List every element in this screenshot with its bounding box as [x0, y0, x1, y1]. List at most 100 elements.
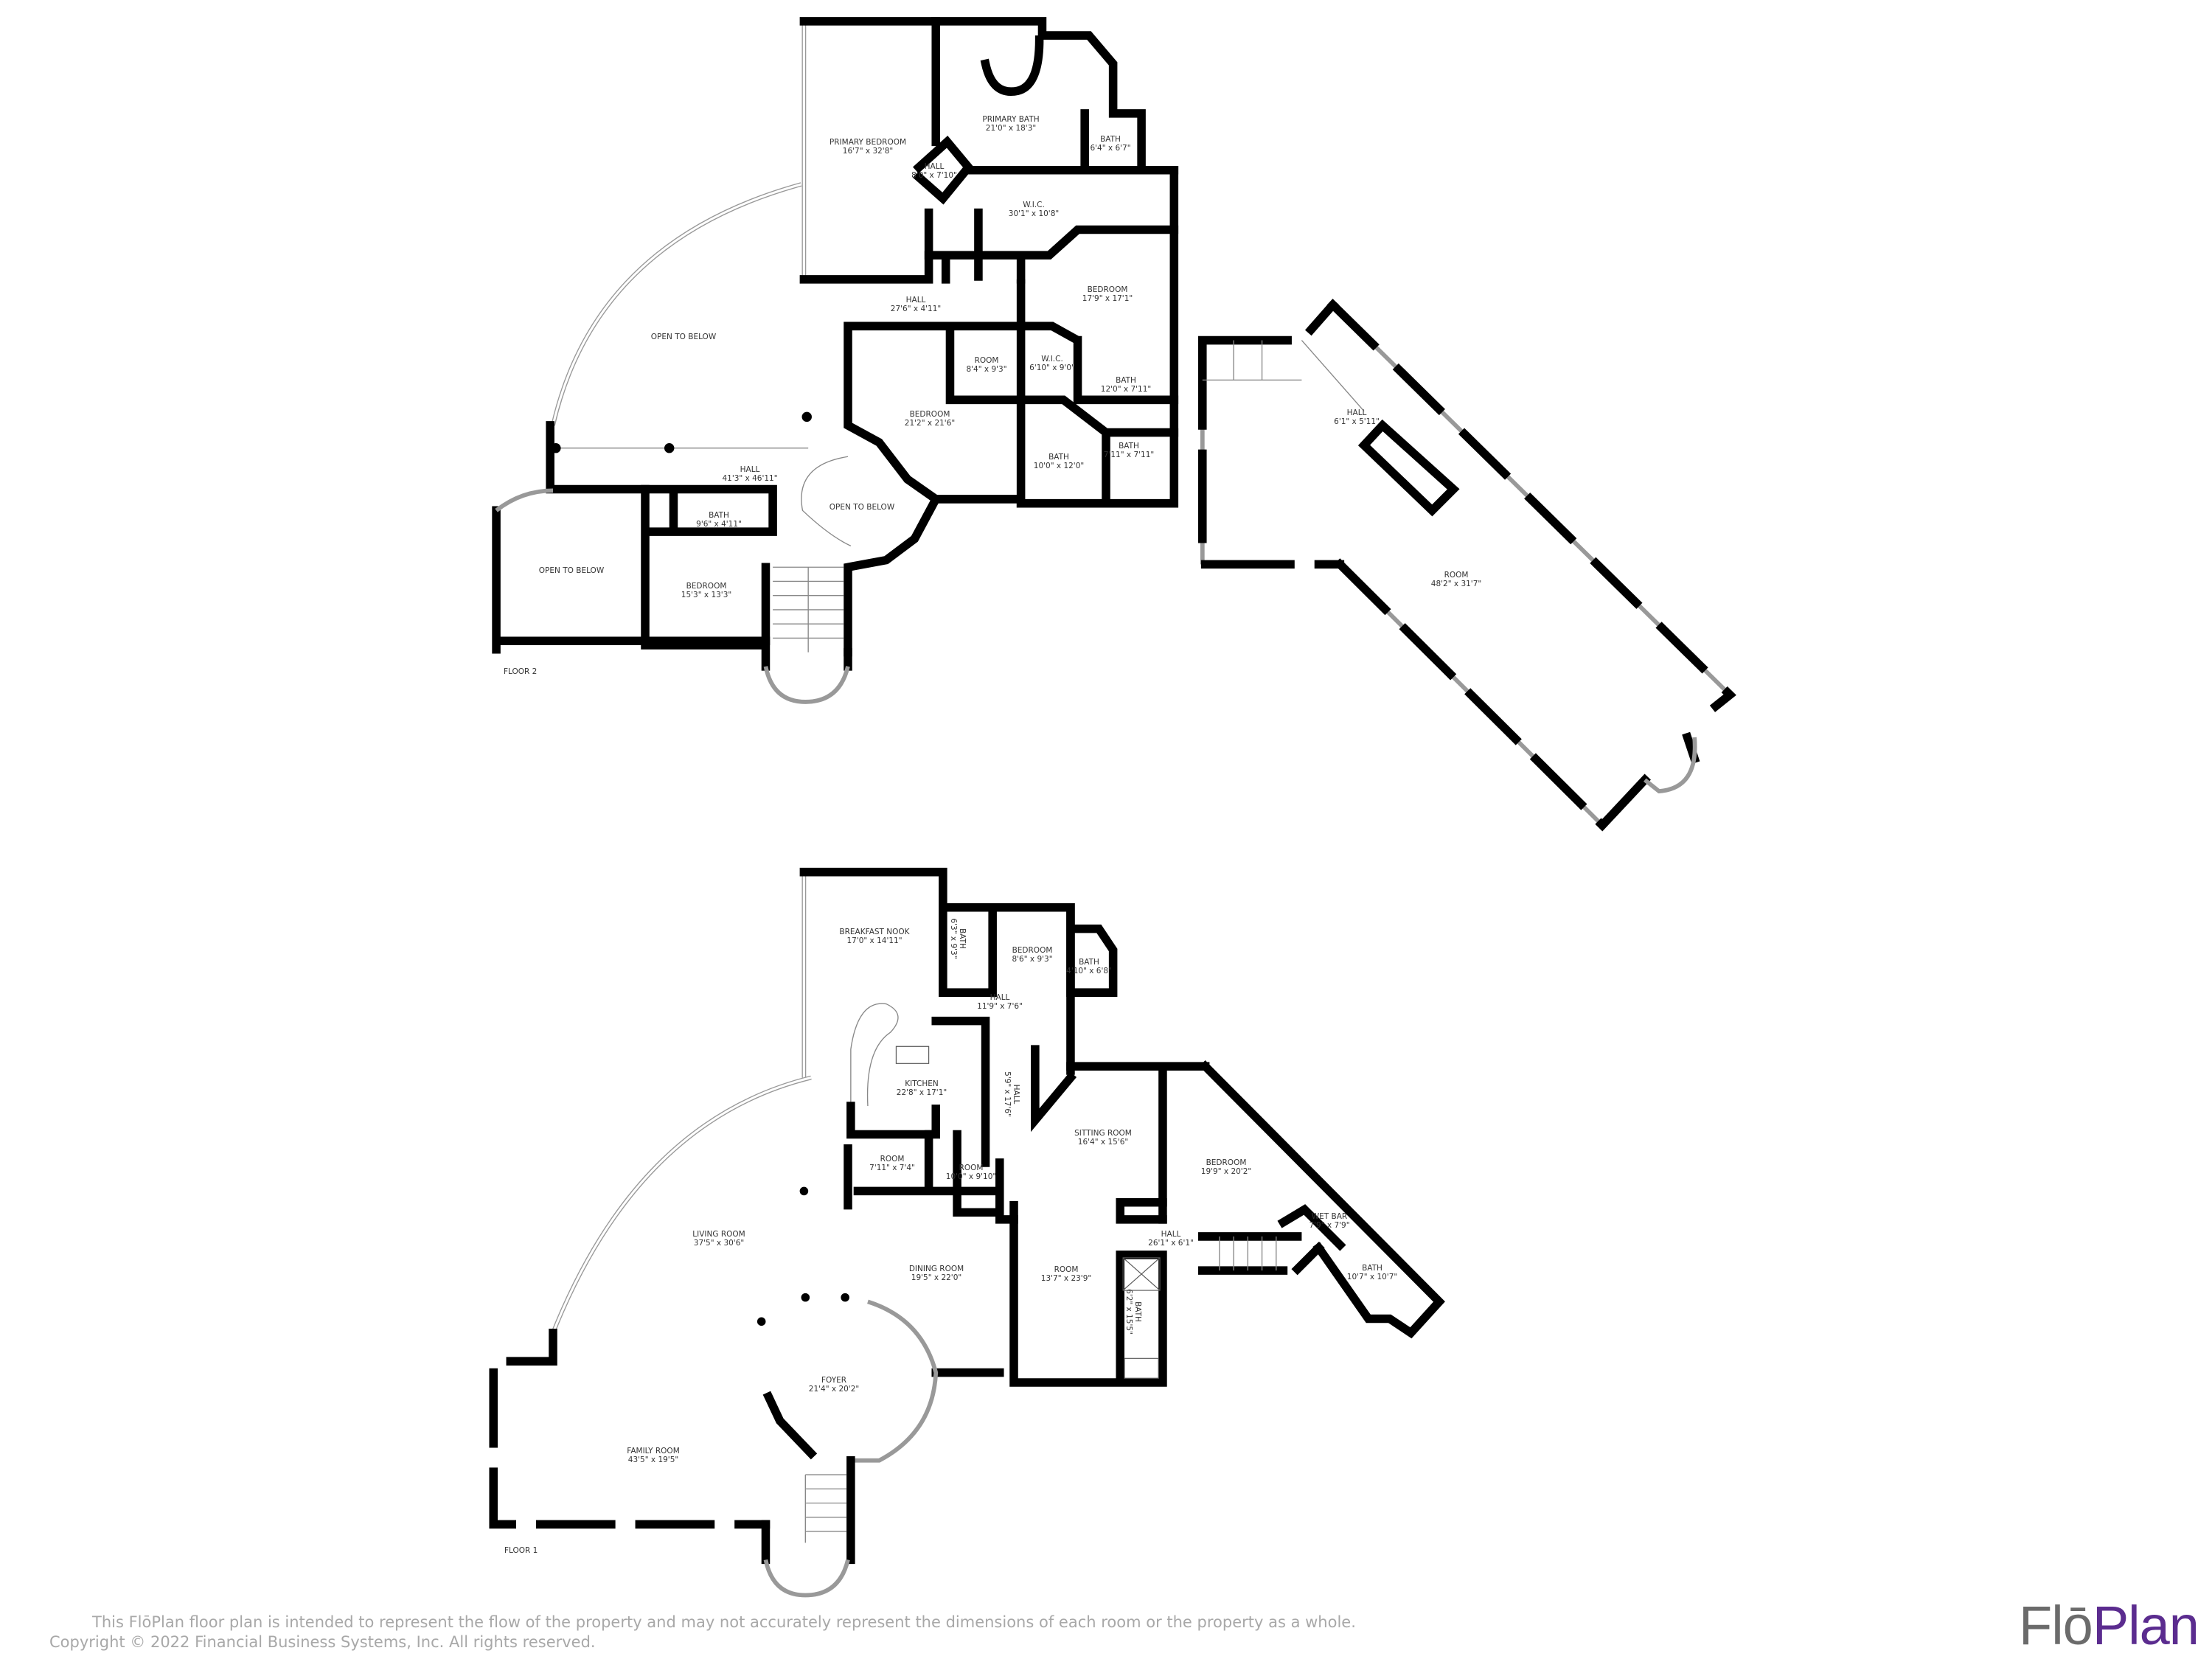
room-dimensions: 4'10" x 6'8"	[1066, 967, 1112, 975]
room-dimensions: 6'1" x 5'11"	[1334, 417, 1380, 426]
room-dimensions: 5'9" x 17'6"	[1003, 1071, 1012, 1117]
room-dimensions: 16'4" x 15'6"	[1078, 1138, 1128, 1147]
floor-2-label: FLOOR 2	[504, 667, 537, 676]
room-name: OPEN TO BELOW	[830, 503, 895, 512]
room-dimensions: 16'7" x 32'8"	[843, 147, 893, 156]
room-dimensions: 9'6" x 4'11"	[696, 520, 742, 529]
room-dimensions: 41'3" x 46'11"	[722, 474, 777, 483]
room-dimensions: 8'4" x 9'3"	[966, 365, 1006, 374]
room-name: FOYER	[821, 1376, 846, 1385]
room-dimensions: 6'4" x 6'7"	[1090, 144, 1130, 153]
room-dimensions: 13'7" x 23'9"	[1041, 1274, 1091, 1283]
room-name: OPEN TO BELOW	[651, 333, 717, 341]
room-label: W.I.C.6'10" x 9'0"	[1029, 355, 1075, 372]
room-name: BATH	[1100, 135, 1121, 144]
logo-part-2: Plan	[2092, 1595, 2199, 1656]
room-name: HALL	[1161, 1230, 1181, 1239]
room-name: BATH	[958, 928, 967, 949]
room-name: SITTING ROOM	[1074, 1129, 1132, 1138]
room-dimensions: 7'11" x 7'4"	[869, 1164, 915, 1172]
room-dimensions: 7'11" x 7'11"	[1104, 451, 1154, 459]
logo-part-1: Flō	[2019, 1595, 2093, 1656]
room-name: ROOM	[1444, 571, 1469, 580]
room-dimensions: 11'9" x 7'6"	[977, 1002, 1023, 1011]
room-dimensions: 21'0" x 18'3"	[986, 124, 1036, 133]
room-name: BATH	[1133, 1301, 1142, 1322]
room-dimensions: 21'2" x 21'6"	[905, 419, 955, 428]
room-dimensions: 12'0" x 7'11"	[1101, 385, 1151, 394]
disclaimer-text: This FlōPlan floor plan is intended to r…	[92, 1613, 1356, 1631]
room-dimensions: 26'1" x 6'1"	[1148, 1239, 1194, 1248]
room-name: BATH	[709, 511, 729, 520]
room-name: ROOM	[880, 1155, 905, 1164]
room-dimensions: 17'9" x 17'1"	[1082, 294, 1133, 303]
room-label: OPEN TO BELOW	[539, 566, 605, 575]
room-dimensions: 21'4" x 20'2"	[809, 1385, 859, 1394]
room-dimensions: 22'8" x 17'1"	[897, 1088, 947, 1097]
room-dimensions: 27'6" x 4'11"	[891, 305, 941, 313]
room-name: KITCHEN	[905, 1079, 939, 1088]
room-name: DINING ROOM	[909, 1265, 964, 1273]
room-name: ROOM	[975, 356, 999, 365]
room-dimensions: 6'10" x 9'0"	[1029, 364, 1075, 372]
room-dimensions: 15'3" x 13'3"	[681, 591, 731, 599]
room-name: BATH	[1362, 1264, 1382, 1273]
copyright-text: Copyright © 2022 Financial Business Syst…	[49, 1633, 596, 1651]
walls-layer	[489, 17, 1736, 1598]
room-label: OPEN TO BELOW	[651, 333, 717, 341]
room-name: W.I.C.	[1041, 355, 1063, 364]
room-dimensions: 10'0" x 9'10"	[946, 1172, 996, 1181]
room-name: BATH	[1048, 453, 1069, 462]
room-name: HALL	[740, 465, 760, 474]
room-dimensions: 43'5" x 19'5"	[628, 1455, 678, 1464]
room-name: HALL	[925, 162, 945, 171]
room-dimensions: 6'3" x 9'3"	[949, 918, 958, 959]
room-name: BEDROOM	[1012, 946, 1053, 955]
room-dimensions: 30'1" x 10'8"	[1009, 209, 1059, 218]
room-name: WET BAR	[1312, 1212, 1347, 1221]
room-name: W.I.C.	[1023, 201, 1045, 209]
room-name: HALL	[906, 296, 926, 305]
room-dimensions: 10'0" x 12'0"	[1034, 462, 1084, 470]
floor-1-label: FLOOR 1	[504, 1546, 538, 1555]
room-name: BEDROOM	[1206, 1158, 1247, 1167]
room-dimensions: 6'2" x 15'5"	[1124, 1289, 1133, 1335]
room-dimensions: 8'6" x 9'3"	[1012, 955, 1052, 964]
room-name: BEDROOM	[1088, 285, 1128, 294]
room-dimensions: 37'5" x 30'6"	[694, 1239, 744, 1248]
floor-2-walls	[492, 17, 1736, 832]
room-name: BATH	[1079, 958, 1099, 967]
room-dimensions: 19'9" x 20'2"	[1201, 1167, 1251, 1176]
room-name: BATH	[1116, 376, 1136, 385]
room-dimensions: 48'2" x 31'7"	[1431, 580, 1481, 588]
room-dimensions: 17'0" x 14'11"	[846, 936, 902, 945]
room-label: OPEN TO BELOW	[830, 503, 895, 512]
